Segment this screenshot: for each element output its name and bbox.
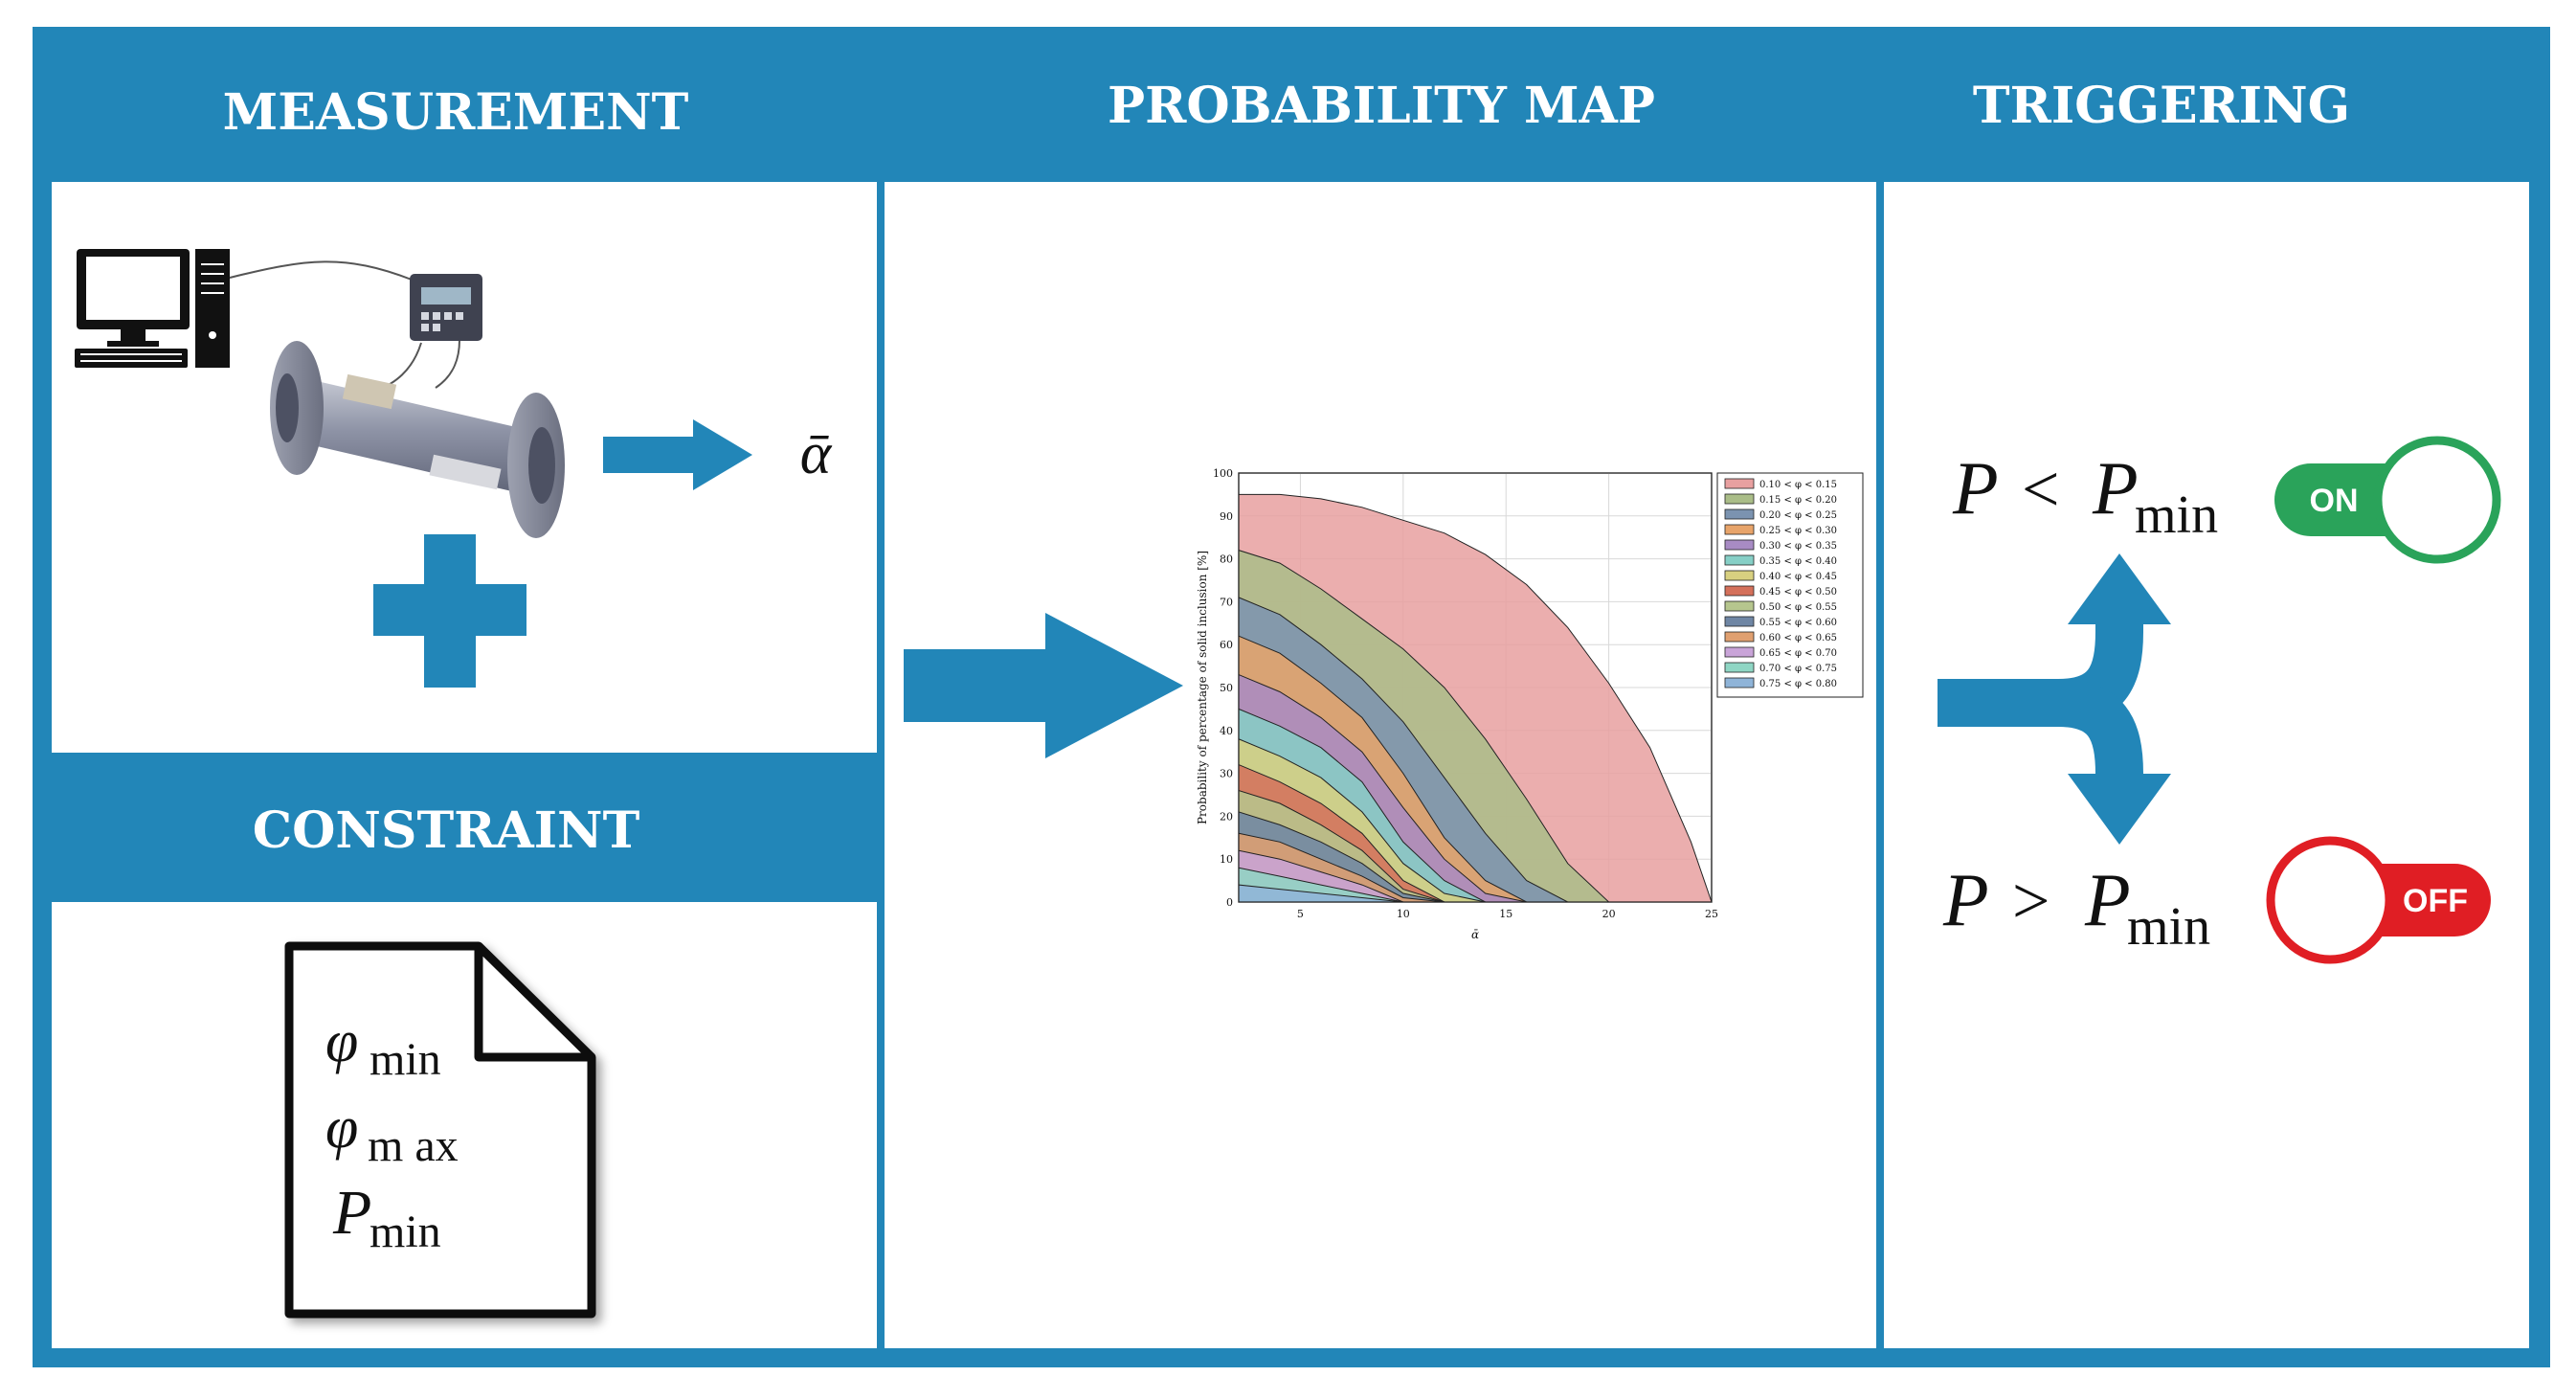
svg-text:min: min [2135,485,2218,545]
svg-text:P: P [2084,858,2131,941]
constraint-phi-min: φ min [325,1009,441,1085]
document-icon [284,941,596,1319]
triggering-header: TRIGGERING [1973,77,2350,135]
off-condition: P > P min [1942,858,2210,957]
svg-text:min: min [2127,897,2210,957]
data-logger-icon [410,274,482,341]
y-tick-label: 0 [1226,896,1233,909]
cable [435,339,460,389]
y-tick-label: 60 [1220,639,1233,651]
legend-swatch [1724,570,1755,581]
svg-text:min: min [370,1034,441,1085]
legend-entry: 0.25 < φ < 0.30 [1759,526,1837,536]
legend-swatch [1724,616,1755,627]
cable [229,260,413,281]
x-tick-label: 15 [1499,908,1512,920]
svg-text:ᾱ: ᾱ [800,421,833,486]
toggle-on-label: ON [2310,483,2359,519]
legend-swatch [1724,646,1755,658]
x-axis-label: ᾱ [1471,928,1479,941]
svg-text:P: P [1942,858,1989,941]
plus-icon [373,534,526,688]
x-tick-label: 5 [1297,908,1304,920]
arrow-right-icon [603,419,752,490]
y-tick-label: 80 [1220,553,1233,566]
y-tick-label: 50 [1220,682,1233,694]
legend-entry: 0.70 < φ < 0.75 [1759,664,1837,674]
legend-swatch [1724,554,1755,566]
legend-entry: 0.35 < φ < 0.40 [1759,556,1837,567]
svg-text:φ: φ [325,1009,358,1074]
svg-text:P: P [2092,446,2139,530]
fork-arrow-icon [1938,553,2171,845]
legend-swatch [1724,524,1755,535]
measurement-header: MEASUREMENT [223,83,689,142]
legend-entry: 0.30 < φ < 0.35 [1759,541,1837,552]
svg-text:P: P [332,1178,371,1248]
x-axis-ticks: 5 10 15 20 25 [1297,908,1718,920]
arrow-right-icon [904,613,1183,758]
x-tick-label: 20 [1602,908,1616,920]
toggle-on-icon: ON [2274,436,2501,564]
y-tick-label: 40 [1220,725,1233,737]
on-condition: P < P min [1952,446,2218,545]
legend-entry: 0.55 < φ < 0.60 [1759,618,1837,628]
legend-entry: 0.50 < φ < 0.55 [1759,602,1837,613]
legend-swatch [1724,677,1755,688]
probability-map-header: PROBABILITY MAP [1108,77,1655,135]
svg-text:>: > [2012,865,2050,938]
y-tick-label: 20 [1220,810,1233,823]
constraint-p-min: P min [332,1178,441,1257]
legend-swatch [1724,508,1755,520]
legend-swatch [1724,493,1755,505]
y-tick-label: 70 [1220,596,1233,608]
x-tick-label: 10 [1397,908,1410,920]
svg-text:P: P [1952,446,1999,530]
legend-swatch [1724,600,1755,612]
legend-swatch [1724,631,1755,643]
chart-legend: 0.10 < φ < 0.15 0.15 < φ < 0.20 0.20 < φ <… [1716,472,1864,698]
y-tick-label: 30 [1220,768,1233,780]
computer-icon [75,249,230,368]
legend-entry: 0.45 < φ < 0.50 [1759,587,1837,598]
chart-areas [1238,493,1713,903]
triggering-panel [1884,182,2529,1348]
y-axis-label: Probability of percentage of solid inclu… [1196,551,1209,824]
y-axis-ticks: 0 10 20 30 40 50 60 70 80 90 100 [1213,467,1233,909]
toggle-off-label: OFF [2403,883,2468,919]
legend-entry: 0.65 < φ < 0.70 [1759,648,1837,659]
legend-entry: 0.40 < φ < 0.45 [1759,572,1837,582]
pipe-sensor-icon [270,341,565,538]
x-tick-label: 25 [1705,908,1718,920]
svg-text:min: min [370,1207,441,1257]
legend-swatch [1724,662,1755,673]
svg-text:m ax: m ax [368,1120,459,1171]
constraint-header: CONSTRAINT [253,801,640,860]
legend-swatch [1724,585,1755,597]
constraint-phi-max: φ m ax [325,1095,459,1171]
legend-entry: 0.60 < φ < 0.65 [1759,633,1837,643]
svg-text:<: < [2022,453,2059,527]
y-tick-label: 10 [1220,853,1233,866]
legend-entry: 0.15 < φ < 0.20 [1759,495,1837,506]
legend-entry: 0.10 < φ < 0.15 [1759,480,1837,490]
y-tick-label: 100 [1213,467,1233,480]
legend-swatch [1724,539,1755,551]
y-tick-label: 90 [1220,510,1233,523]
toggle-off-icon: OFF [2266,836,2491,964]
probability-map-chart: 0 10 20 30 40 50 60 70 80 90 100 5 10 15 20 25 Probabi… [1196,467,1864,941]
legend-entry: 0.20 < φ < 0.25 [1759,510,1837,521]
svg-text:φ: φ [325,1095,358,1161]
legend-entry: 0.75 < φ < 0.80 [1759,679,1837,689]
legend-swatch [1724,478,1755,489]
alpha-bar-symbol: ᾱ [800,421,833,486]
